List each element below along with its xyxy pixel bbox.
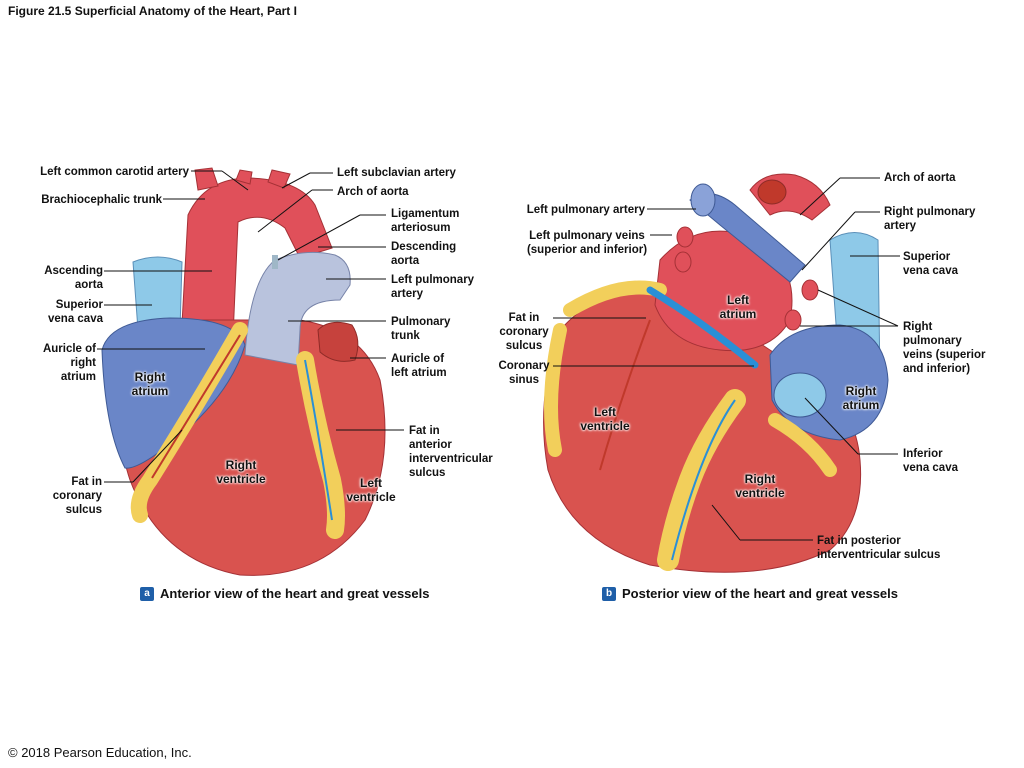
inner-right-ventricle-a: Right ventricle [216, 458, 266, 486]
label-coronary-sinus: Coronary sinus [498, 360, 550, 386]
right-pv-sup-b [801, 279, 819, 301]
vessel-b2 [599, 319, 651, 471]
inner-left-atrium-b: Left atrium [719, 293, 757, 321]
copyright: © 2018 Pearson Education, Inc. [8, 745, 192, 760]
brachiocephalic-a [194, 167, 219, 191]
inner-right-atrium-b: Right atrium [842, 384, 880, 412]
subclavian-a [267, 169, 291, 189]
caption-a-text: Anterior view of the heart and great ves… [160, 586, 430, 601]
label-fat-coronary-a: Fat in coronary sulcus [52, 476, 102, 516]
vessel-b1 [671, 399, 736, 561]
ivc-b [773, 372, 827, 418]
label-pulm-trunk: Pulmonary trunk [391, 316, 451, 342]
label-right-pulm-veins: Right pulmonary veins (superior and infe… [903, 321, 986, 375]
label-svc-a: Superior vena cava [48, 299, 103, 325]
caption-a: a Anterior view of the heart and great v… [140, 586, 429, 601]
fat-right-b [768, 413, 837, 477]
label-left-pulm-artery-a: Left pulmonary artery [391, 274, 475, 300]
inner-right-atrium-a: Right atrium [131, 370, 169, 398]
left-pv-sup-b [676, 226, 694, 248]
label-fat-anterior: Fat in anterior interventricular sulcus [409, 425, 493, 479]
label-ascending-aorta: Ascending aorta [44, 265, 103, 291]
label-arch-aorta-a: Arch of aorta [337, 186, 409, 198]
pulm-trunk-a [244, 251, 351, 366]
figure-title: Figure 21.5 Superficial Anatomy of the H… [8, 4, 297, 18]
label-svc-b: Superior vena cava [903, 251, 958, 277]
label-arch-aorta-b: Arch of aorta [884, 172, 956, 184]
coronary-vessel-a2 [151, 334, 241, 479]
label-left-subclavian: Left subclavian artery [337, 167, 456, 179]
inner-left-ventricle-b: Left ventricle [580, 405, 630, 433]
coronary-sinus-b [646, 286, 759, 369]
label-auricle-right: Auricle of right atrium [42, 343, 96, 383]
leader-lines-a [97, 170, 404, 483]
label-descending-aorta: Descending aorta [391, 241, 457, 267]
coronary-vessel-a [304, 359, 333, 521]
caption-b: b Posterior view of the heart and great … [602, 586, 898, 601]
right-atrium-a [101, 317, 246, 469]
label-auricle-left: Auricle of left atrium [391, 353, 447, 379]
ligamentum-a [272, 255, 278, 269]
leader-lines-b [553, 177, 900, 541]
aorta-a [179, 177, 333, 361]
label-left-pulm-artery-b: Left pulmonary artery [526, 204, 645, 216]
label-brachiocephalic: Brachiocephalic trunk [41, 194, 162, 206]
aorta-opening-b [757, 179, 787, 205]
label-ligamentum: Ligamentum arteriosum [391, 208, 460, 234]
caption-b-text: Posterior view of the heart and great ve… [622, 586, 898, 601]
inner-left-ventricle-a: Left ventricle [346, 476, 396, 504]
right-pv-inf-b [784, 309, 802, 331]
carotid-a [235, 169, 253, 185]
label-fat-coronary-b: Fat in coronary sulcus [499, 312, 549, 352]
inner-right-ventricle-b: Right ventricle [735, 472, 785, 500]
left-auricle-a [317, 321, 359, 362]
left-pa-opening-b [690, 183, 716, 217]
label-left-pulm-veins: Left pulmonary veins (superior and infer… [526, 230, 648, 256]
anterior-heart [101, 167, 386, 576]
badge-b: b [602, 586, 616, 601]
left-pv-inf-b [674, 251, 692, 273]
label-right-pulm-artery: Right pulmonary artery [884, 206, 976, 232]
label-left-common-carotid: Left common carotid artery [40, 166, 189, 178]
label-ivc: Inferior vena cava [903, 448, 958, 474]
label-fat-posterior: Fat in posterior interventricular sulcus [817, 535, 941, 561]
badge-a: a [140, 586, 154, 601]
fat-posterior-b [657, 389, 746, 571]
